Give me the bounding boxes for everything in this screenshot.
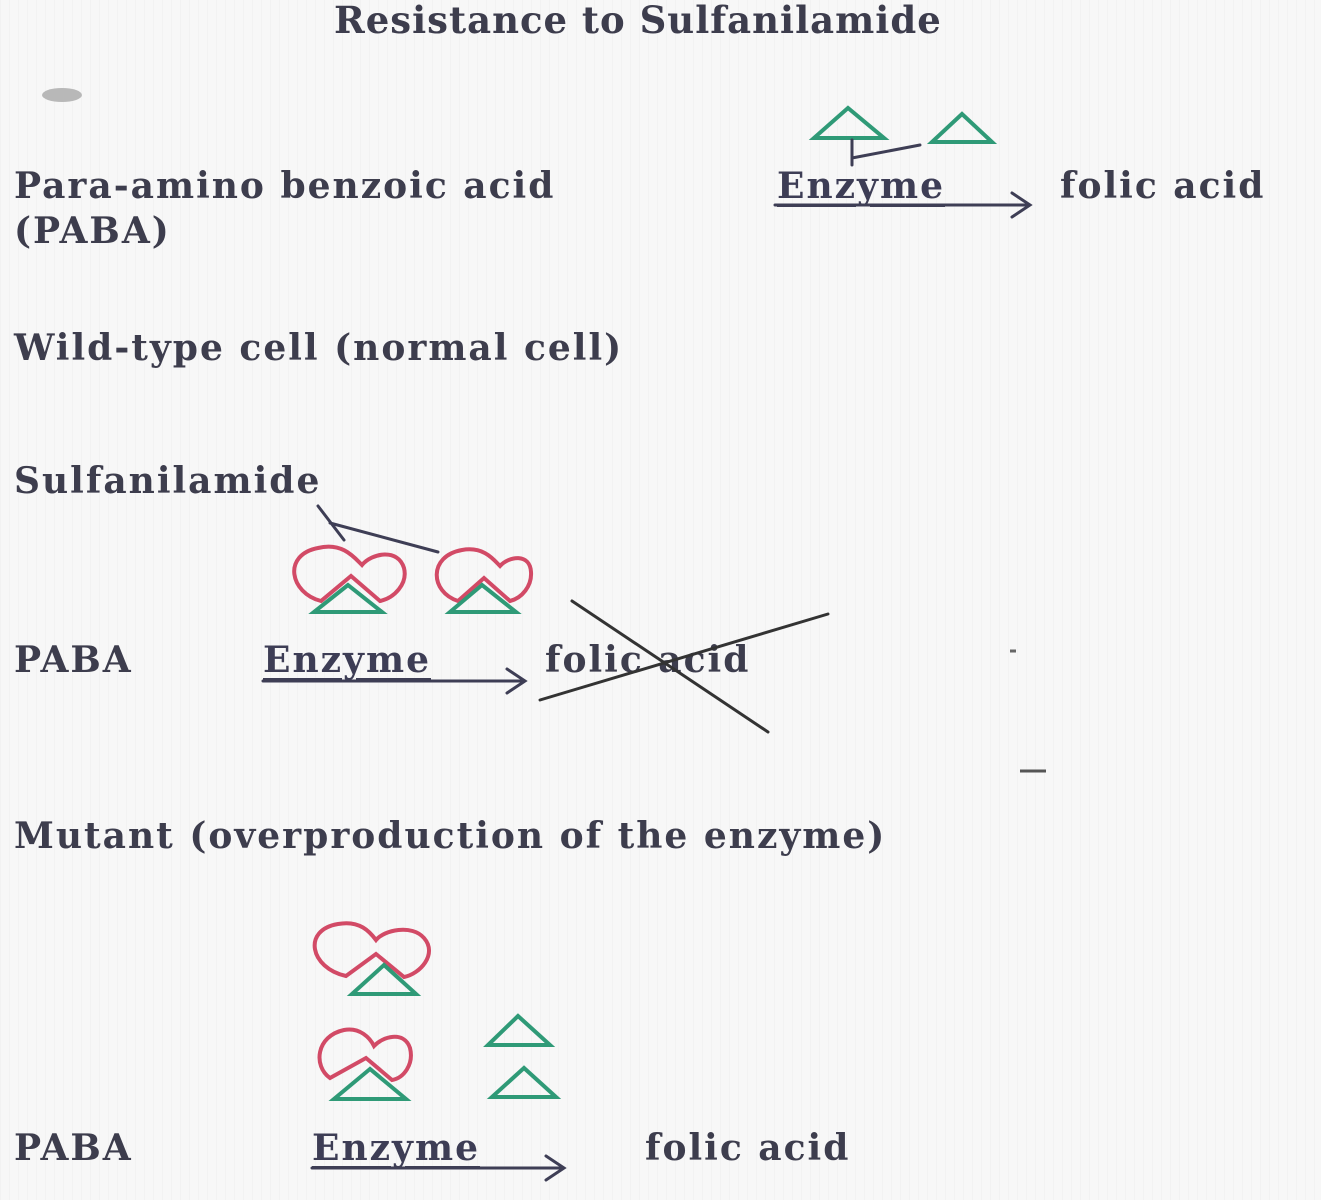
ink-smudge bbox=[42, 88, 82, 102]
enzyme-pointer bbox=[850, 138, 922, 167]
inhibitor-label: Sulfanilamide bbox=[14, 460, 322, 502]
enzyme-triangle-icon bbox=[808, 105, 890, 140]
enzyme-triangle-icon bbox=[444, 582, 522, 614]
enzyme-triangle-icon bbox=[328, 1066, 412, 1101]
sulfanilamide-bound-icon bbox=[317, 1027, 413, 1083]
page-title: Resistance to Sulfanilamide bbox=[334, 0, 942, 42]
wild-type-product: folic acid bbox=[545, 639, 751, 681]
reaction-product: folic acid bbox=[1060, 165, 1266, 207]
enzyme-triangle-icon bbox=[926, 111, 998, 144]
mutant-heading: Mutant (overproduction of the enzyme) bbox=[14, 815, 887, 857]
mutant-substrate: PABA bbox=[14, 1127, 133, 1169]
enzyme-triangle-icon bbox=[308, 582, 388, 614]
mutant-enzyme-label: Enzyme bbox=[312, 1127, 480, 1169]
reaction-substrate-abbrev: (PABA) bbox=[14, 210, 171, 252]
enzyme-triangle-icon bbox=[486, 1065, 562, 1099]
enzyme-triangle-icon bbox=[346, 962, 422, 996]
sulfanilamide-bound-icon bbox=[434, 547, 534, 604]
reaction-substrate: Para-amino benzoic acid bbox=[14, 165, 556, 207]
wild-type-substrate: PABA bbox=[14, 639, 133, 681]
inhibitor-pointer bbox=[316, 504, 440, 554]
sulfanilamide-bound-icon bbox=[292, 544, 407, 604]
mutant-product: folic acid bbox=[645, 1127, 851, 1169]
sulfanilamide-bound-icon bbox=[312, 921, 431, 980]
wild-type-enzyme-label: Enzyme bbox=[263, 639, 431, 681]
enzyme-triangle-icon bbox=[483, 1013, 556, 1047]
wild-type-heading: Wild-type cell (normal cell) bbox=[14, 327, 624, 369]
reaction-enzyme-label: Enzyme bbox=[777, 165, 945, 207]
